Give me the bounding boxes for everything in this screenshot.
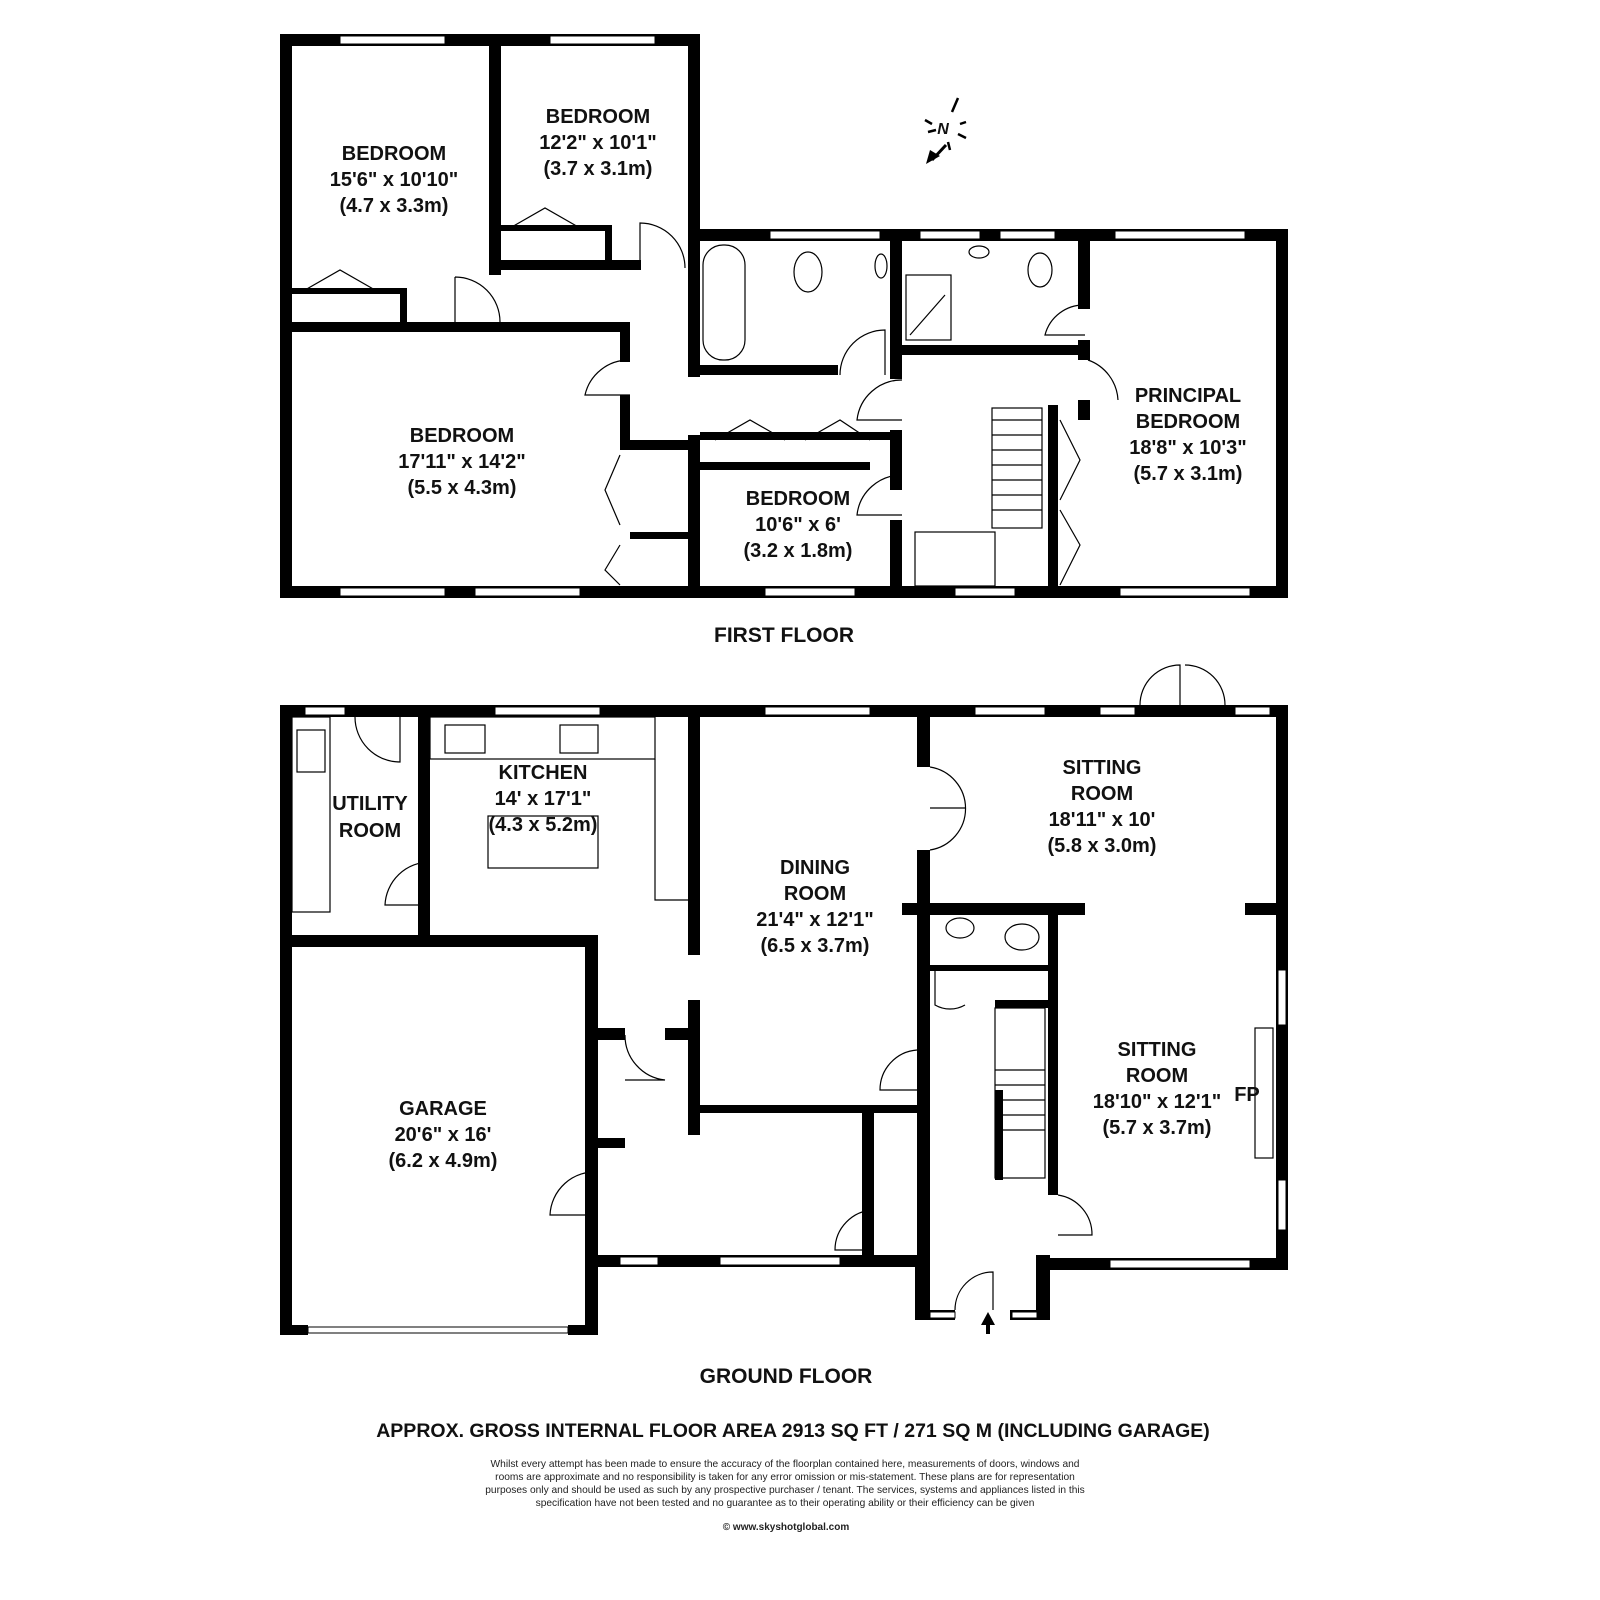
room-dimensions-metric: (4.7 x 3.3m) [340, 195, 449, 217]
ground-floor-title: GROUND FLOOR [700, 1365, 873, 1388]
room-dimensions-imperial: 18'8" x 10'3" [1129, 437, 1246, 459]
room-name: DINING [780, 857, 850, 879]
first-floor-title: FIRST FLOOR [714, 624, 854, 647]
room-name: ROOM [1071, 783, 1133, 805]
room-dimensions-imperial: 18'11" x 10' [1049, 809, 1156, 831]
room-bedroom-3: BEDROOM 17'11" x 14'2" (5.5 x 4.3m) [398, 425, 525, 499]
disclaimer-line: rooms are approximate and no responsibil… [495, 1472, 1075, 1483]
room-dining-room: DINING ROOM 21'4" x 12'1" (6.5 x 3.7m) [756, 857, 873, 957]
disclaimer-line: purposes only and should be used as such… [485, 1485, 1085, 1496]
copyright-link[interactable]: © www.skyshotglobal.com [723, 1522, 850, 1533]
room-name: BEDROOM [546, 106, 650, 128]
room-bedroom-2: BEDROOM 12'2" x 10'1" (3.7 x 3.1m) [539, 106, 656, 180]
room-dimensions-imperial: 15'6" x 10'10" [330, 169, 459, 191]
room-dimensions-metric: (4.3 x 5.2m) [489, 814, 598, 836]
room-dimensions-imperial: 12'2" x 10'1" [539, 132, 656, 154]
room-name: ROOM [784, 883, 846, 905]
room-name: BEDROOM [342, 143, 446, 165]
gross-area-summary: APPROX. GROSS INTERNAL FLOOR AREA 2913 S… [376, 1420, 1210, 1442]
room-utility-room: UTILITY ROOM [332, 793, 408, 842]
room-bedroom-1: BEDROOM 15'6" x 10'10" (4.7 x 3.3m) [330, 143, 459, 217]
room-name: SITTING [1118, 1039, 1197, 1061]
room-name: ROOM [339, 820, 401, 842]
room-dimensions-imperial: 20'6" x 16' [395, 1124, 492, 1146]
fireplace-label: FP [1234, 1084, 1260, 1106]
ground-floor-walls [280, 664, 1288, 1335]
room-kitchen: KITCHEN 14' x 17'1" (4.3 x 5.2m) [489, 762, 598, 836]
room-dimensions-metric: (5.5 x 4.3m) [408, 477, 517, 499]
room-dimensions-metric: (6.2 x 4.9m) [389, 1150, 498, 1172]
room-dimensions-imperial: 18'10" x 12'1" [1093, 1091, 1222, 1113]
room-dimensions-metric: (5.8 x 3.0m) [1048, 835, 1157, 857]
disclaimer-line: Whilst every attempt has been made to en… [491, 1459, 1080, 1470]
room-name: BEDROOM [410, 425, 514, 447]
room-name: UTILITY [332, 793, 408, 815]
north-compass-icon: N [924, 97, 967, 164]
room-name: PRINCIPAL [1135, 385, 1241, 407]
room-dimensions-metric: (3.2 x 1.8m) [744, 540, 853, 562]
first-floor-stairs [914, 419, 1042, 587]
room-dimensions-imperial: 17'11" x 14'2" [398, 451, 525, 473]
disclaimer-line: specification have not been tested and n… [536, 1498, 1035, 1509]
room-dimensions-metric: (5.7 x 3.1m) [1134, 463, 1243, 485]
room-dimensions-metric: (3.7 x 3.1m) [544, 158, 653, 180]
room-sitting-room-1: SITTING ROOM 18'11" x 10' (5.8 x 3.0m) [1048, 757, 1157, 857]
room-dimensions-imperial: 10'6" x 6' [755, 514, 841, 536]
room-garage: GARAGE 20'6" x 16' (6.2 x 4.9m) [389, 1098, 498, 1172]
room-name: SITTING [1063, 757, 1142, 779]
room-bedroom-4: BEDROOM 10'6" x 6' (3.2 x 1.8m) [744, 488, 853, 562]
room-sitting-room-2: SITTING ROOM 18'10" x 12'1" (5.7 x 3.7m) [1093, 1039, 1222, 1139]
room-dimensions-imperial: 21'4" x 12'1" [756, 909, 873, 931]
room-name: KITCHEN [499, 762, 588, 784]
room-dimensions-metric: (6.5 x 3.7m) [761, 935, 870, 957]
room-name: GARAGE [399, 1098, 487, 1120]
room-name: ROOM [1126, 1065, 1188, 1087]
first-floor-walls [280, 34, 1288, 598]
room-dimensions-imperial: 14' x 17'1" [495, 788, 592, 810]
room-dimensions-metric: (5.7 x 3.7m) [1103, 1117, 1212, 1139]
compass-north-label: N [937, 121, 949, 138]
room-principal-bedroom: PRINCIPAL BEDROOM 18'8" x 10'3" (5.7 x 3… [1129, 385, 1246, 485]
room-name: BEDROOM [1136, 411, 1240, 433]
room-name: BEDROOM [746, 488, 850, 510]
